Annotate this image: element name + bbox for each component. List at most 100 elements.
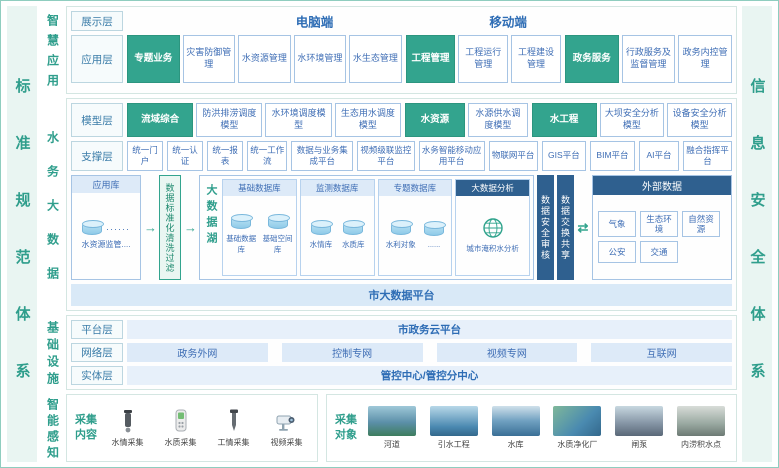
display-layer-row: 展示层 电脑端 移动端 bbox=[71, 11, 732, 31]
support-layer-label: 支撑层 bbox=[71, 141, 123, 171]
model-item: 水环境调度模型 bbox=[265, 103, 332, 137]
sensor-caption: 水情采集 bbox=[111, 438, 144, 447]
engineering-sensor-icon bbox=[229, 409, 238, 431]
support-item: 统一认证 bbox=[167, 141, 204, 171]
platform-layer-label: 平台层 bbox=[71, 320, 123, 339]
model-layer-row: 模型层 流域综合 防洪排涝调度模型 水环境调度模型 生态用水调度模型 水资源 水… bbox=[71, 103, 732, 137]
lake-group-monitoring-db: 监测数据库 水情库 水质库 bbox=[299, 179, 375, 276]
photo-caption: 水库 bbox=[507, 440, 524, 449]
db-item: ...... bbox=[424, 220, 446, 249]
analysis-caption: 城市淹积水分析 bbox=[466, 244, 519, 253]
support-item: AI平台 bbox=[638, 141, 680, 171]
model-item: 防洪排涝调度模型 bbox=[196, 103, 263, 137]
section-label-smart-applications: 智慧应用 bbox=[45, 14, 60, 94]
model-item: 生态用水调度模型 bbox=[334, 103, 401, 137]
db-caption: 基础空间库 bbox=[262, 234, 293, 254]
lake-group-big-data-analysis: 大数据分析 城市淹积水分析 bbox=[455, 179, 530, 276]
reservoir-photo bbox=[491, 406, 540, 436]
data-exchange-share-bar: 数据交换共享 bbox=[557, 175, 574, 280]
water-level-sensor-icon bbox=[123, 410, 132, 433]
model-item: 设备安全分析模型 bbox=[667, 103, 732, 137]
network-item: 视频专网 bbox=[436, 343, 578, 362]
arrow-right-icon: → bbox=[144, 220, 157, 235]
gov-cloud-platform-bar: 市政务云平台 bbox=[127, 320, 732, 339]
data-cleaning-bar: 数据标准化清洗过滤 bbox=[159, 175, 181, 280]
control-center-bar: 管控中心/管控分中心 bbox=[127, 366, 732, 385]
sensor-item: 视频采集 bbox=[262, 399, 311, 457]
arrow-right-icon: → bbox=[184, 220, 197, 235]
db-item: 水情库 bbox=[309, 219, 333, 250]
support-item: 统一工作流 bbox=[247, 141, 288, 171]
category-special-business: 专题业务 bbox=[127, 35, 180, 83]
entity-layer-label: 实体层 bbox=[71, 366, 123, 385]
application-layer-row: 应用层 专题业务 灾害防御管理 水资源管理 水环境管理 水生态管理 工程管理 工… bbox=[71, 35, 732, 83]
section-intelligent-perception: 智能感知 采集内容 水情采集 bbox=[42, 394, 737, 462]
water-quality-meter-icon bbox=[175, 409, 186, 432]
photo-item: 闸泵 bbox=[610, 399, 668, 457]
purification-plant-photo bbox=[553, 406, 602, 436]
db-caption: 水利对象 bbox=[385, 239, 416, 249]
arrow-both-icon: ⇄ bbox=[577, 219, 589, 235]
photo-item: 引水工程 bbox=[425, 399, 483, 457]
support-item: GIS平台 bbox=[541, 141, 587, 171]
support-item: BIM平台 bbox=[590, 141, 635, 171]
model-group-water-engineering: 水工程 大坝安全分析模型 设备安全分析模型 bbox=[531, 103, 732, 137]
waterlogging-point-photo bbox=[677, 406, 726, 436]
ellipsis-text: ······ bbox=[106, 223, 130, 234]
db-item: 水质库 bbox=[342, 219, 366, 250]
db-item: 水利对象 bbox=[385, 219, 416, 250]
db-caption: 水情库 bbox=[309, 239, 333, 249]
app-group-special-business: 专题业务 灾害防御管理 水资源管理 水环境管理 水生态管理 bbox=[127, 35, 402, 83]
model-item: 大坝安全分析模型 bbox=[599, 103, 665, 137]
photo-caption: 闸泵 bbox=[631, 440, 648, 449]
external-item: 公安 bbox=[598, 241, 636, 264]
right-system-bar: 信息安全体系 bbox=[742, 6, 772, 462]
photo-caption: 内涝积水点 bbox=[681, 440, 722, 449]
lake-group-basic-db: 基础数据库 基础数据库 基础空间库 bbox=[222, 179, 297, 276]
river-photo bbox=[367, 406, 416, 436]
collection-content-panel: 采集内容 水情采集 bbox=[66, 394, 318, 462]
section-label-infrastructure: 基础设施 bbox=[45, 321, 60, 389]
collection-objects-panel: 采集对象 河道 引水工程 水库 水质净化厂 bbox=[326, 394, 737, 462]
support-layer-row: 支撑层 统一门户 统一认证 统一报表 统一工作流 数据与业务集成平台 视频级联监… bbox=[71, 141, 732, 171]
support-item: 统一报表 bbox=[207, 141, 244, 171]
database-cylinder-icon bbox=[267, 214, 290, 229]
entity-layer-row: 实体层 管控中心/管控分中心 bbox=[71, 366, 732, 385]
external-data-title: 外部数据 bbox=[593, 176, 731, 195]
support-item: 统一门户 bbox=[127, 141, 164, 171]
section-water-big-data: 水务大数据 模型层 流域综合 防洪排涝调度模型 水环境调度模型 生态用水调度模型… bbox=[42, 98, 737, 311]
db-caption: 水质库 bbox=[342, 239, 365, 249]
photo-item: 水库 bbox=[487, 399, 545, 457]
application-db-panel: 应用库 ······ 水资源监管.... bbox=[71, 175, 141, 280]
database-cylinder-icon bbox=[310, 219, 333, 235]
diagram-body: 智慧应用 展示层 电脑端 移动端 应用层 专题业务 灾害防御管理 水资源管理 水… bbox=[42, 6, 737, 462]
support-item: 数据与业务集成平台 bbox=[291, 141, 354, 171]
app-item: 工程运行管理 bbox=[458, 35, 509, 83]
app-group-government: 政务服务 行政服务及监督管理 政务内控管理 bbox=[564, 35, 732, 83]
display-layer-label: 展示层 bbox=[71, 11, 123, 31]
section-label-water-big-data: 水务大数据 bbox=[45, 130, 60, 301]
support-item: 水务智能移动应用平台 bbox=[418, 141, 485, 171]
photo-item: 河道 bbox=[363, 399, 421, 457]
network-layer-row: 网络层 政务外网 控制专网 视频专网 互联网 bbox=[71, 343, 732, 362]
app-item: 水资源管理 bbox=[238, 35, 291, 83]
section-infrastructure: 基础设施 平台层 市政务云平台 网络层 政务外网 控制专网 视频专网 互联网 bbox=[42, 315, 737, 390]
section-label-intelligent-perception: 智能感知 bbox=[45, 398, 60, 462]
app-group-engineering: 工程管理 工程运行管理 工程建设管理 bbox=[405, 35, 561, 83]
photo-caption: 引水工程 bbox=[437, 440, 470, 449]
cctv-camera-icon bbox=[276, 415, 294, 431]
network-layer-label: 网络层 bbox=[71, 343, 123, 362]
model-layer-label: 模型层 bbox=[71, 103, 123, 137]
model-group-basin: 流域综合 防洪排涝调度模型 水环境调度模型 生态用水调度模型 bbox=[127, 103, 401, 137]
collection-objects-label: 采集对象 bbox=[335, 413, 357, 441]
external-data-panel: 外部数据 气象 生态环境 自然资源 公安 交通 bbox=[592, 175, 732, 280]
platform-layer-row: 平台层 市政务云平台 bbox=[71, 320, 732, 339]
city-big-data-platform-bar: 市大数据平台 bbox=[71, 284, 732, 306]
db-item: 基础数据库 bbox=[224, 214, 258, 255]
left-system-bar: 标准规范体系 bbox=[7, 6, 37, 462]
category-water-engineering: 水工程 bbox=[531, 103, 597, 137]
application-layer-label: 应用层 bbox=[71, 35, 123, 83]
sensor-caption: 视频采集 bbox=[270, 438, 303, 447]
external-item: 交通 bbox=[640, 241, 678, 264]
